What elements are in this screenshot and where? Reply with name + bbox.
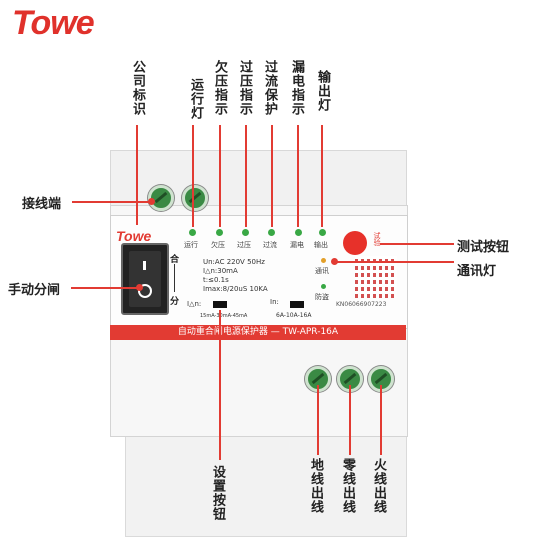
connector-run xyxy=(192,125,194,227)
switch-divider xyxy=(174,264,175,292)
idn-range: 15mA-30mA-45mA xyxy=(200,313,248,319)
switch-on-label: 合 xyxy=(170,255,180,265)
brand-logo: Towe xyxy=(12,4,95,42)
label-run-light: 运行灯 xyxy=(188,78,203,120)
connector-ground xyxy=(317,385,319,455)
test-button-label: 试验 xyxy=(373,232,381,246)
spec-line-1: Un:AC 220V 50Hz xyxy=(203,258,265,266)
in-selector[interactable] xyxy=(290,301,304,308)
switch-rocker[interactable] xyxy=(129,251,161,307)
connector-company-logo xyxy=(136,125,138,225)
switch-off-mark xyxy=(138,284,152,298)
in-label: In: xyxy=(270,298,279,306)
led-label-undervoltage: 欠压 xyxy=(211,241,225,249)
label-leakage: 漏电指示 xyxy=(289,60,304,116)
led-label-overcurrent: 过流 xyxy=(263,241,277,249)
connector-overvoltage xyxy=(245,125,247,227)
qr-code-overlay xyxy=(355,256,397,298)
connector-terminal xyxy=(72,201,150,203)
connector-comm-light-dot xyxy=(331,258,338,265)
label-ground-out: 地线出线 xyxy=(308,458,323,514)
spec-line-3: t:≤0.1s xyxy=(203,276,229,284)
connector-leakage xyxy=(297,125,299,227)
device-logo: Towe xyxy=(116,228,152,244)
label-settings-button: 设置按钮 xyxy=(210,465,225,521)
led-label-run: 运行 xyxy=(184,241,198,249)
spec-line-2: I△n:30mA xyxy=(203,267,238,275)
connector-undervoltage xyxy=(219,125,221,227)
test-button[interactable] xyxy=(343,231,367,255)
label-neutral-out: 零线出线 xyxy=(340,458,355,514)
label-overcurrent: 过流保护 xyxy=(262,60,277,116)
input-terminal-2 xyxy=(182,185,208,211)
undervoltage-led xyxy=(216,229,223,236)
connector-overcurrent xyxy=(271,125,273,227)
label-comm-light: 通讯灯 xyxy=(457,264,497,279)
comm-led-label: 通讯 xyxy=(315,267,329,275)
label-undervoltage: 欠压指示 xyxy=(212,60,227,116)
neutral-terminal xyxy=(337,366,363,392)
label-test-button: 测试按钮 xyxy=(457,240,510,255)
device-model-band: 自动重合闸电源保护器 — TW-APR-16A xyxy=(110,325,406,340)
connector-terminal-dot xyxy=(148,198,155,205)
leakage-led xyxy=(295,229,302,236)
spec-line-4: Imax:8/20uS 10KA xyxy=(203,285,268,293)
connector-comm-light xyxy=(334,261,454,263)
label-overvoltage: 过压指示 xyxy=(237,60,252,116)
overcurrent-led xyxy=(268,229,275,236)
overvoltage-led xyxy=(242,229,249,236)
led-label-output: 输出 xyxy=(314,241,328,249)
idn-selector[interactable] xyxy=(213,301,227,308)
connector-manual-trip xyxy=(71,287,139,289)
led-label-overvoltage: 过压 xyxy=(237,241,251,249)
connector-test-button xyxy=(380,243,454,245)
connector-settings xyxy=(219,310,221,460)
label-live-out: 火线出线 xyxy=(371,458,386,514)
comm-led xyxy=(321,258,326,263)
guard-led-label: 防盗 xyxy=(315,293,329,301)
connector-live xyxy=(380,385,382,455)
serial-number: KN06066907223 xyxy=(336,301,387,308)
connector-manual-trip-dot xyxy=(136,284,143,291)
led-label-leakage: 漏电 xyxy=(290,241,304,249)
switch-off-label: 分 xyxy=(170,297,180,307)
spec-block: Un:AC 220V 50Hz I△n:30mA t:≤0.1s Imax:8/… xyxy=(203,258,268,294)
run-led xyxy=(189,229,196,236)
connector-output xyxy=(321,125,323,227)
label-manual-trip: 手动分闸 xyxy=(8,283,61,298)
output-led xyxy=(319,229,326,236)
idn-label: I△n: xyxy=(187,300,202,308)
manual-switch[interactable] xyxy=(121,243,169,315)
label-terminal: 接线端 xyxy=(22,197,62,212)
in-range: 6A-10A-16A xyxy=(276,312,312,319)
connector-neutral xyxy=(349,385,351,455)
label-output-light: 输出灯 xyxy=(315,70,330,112)
switch-on-mark xyxy=(143,261,146,270)
guard-led xyxy=(321,284,326,289)
label-company-logo: 公司标识 xyxy=(130,60,145,116)
